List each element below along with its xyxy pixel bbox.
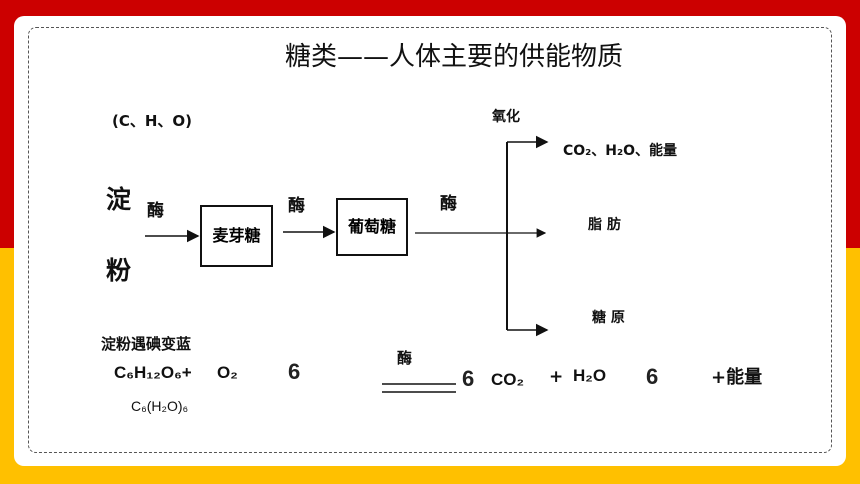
eq-energy: +能量 — [711, 367, 763, 388]
oxidation-label: 氧化 — [492, 109, 520, 125]
product-fat: 脂 肪 — [588, 217, 621, 233]
slide-card — [14, 16, 846, 466]
eq-glucose-alt: C₆(H₂O)₆ — [131, 398, 189, 414]
maltose-box: 麦芽糖 — [200, 205, 273, 267]
product-glycogen: 糖 原 — [592, 310, 625, 326]
enzyme-label-3: 酶 — [440, 194, 457, 214]
eq-co2: CO₂ — [491, 370, 525, 389]
eq-enzyme: 酶 — [397, 349, 413, 367]
dashed-frame — [28, 27, 832, 453]
enzyme-label-1: 酶 — [147, 201, 164, 221]
eq-coef-co2: 6 — [462, 366, 475, 391]
eq-oxygen: O₂ — [217, 363, 238, 382]
slide-title: 糖类——人体主要的供能物质 — [285, 42, 624, 72]
eq-coef-water: 6 — [646, 364, 659, 389]
eq-water: H₂O — [573, 366, 607, 385]
elements-note: (C、H、O) — [112, 112, 193, 130]
eq-plus: + — [549, 367, 564, 387]
eq-coef-oxygen: 6 — [288, 359, 301, 384]
eq-glucose: C₆H₁₂O₆+ — [114, 363, 192, 382]
iodine-test-note: 淀粉遇碘变蓝 — [101, 335, 192, 353]
product-energy: CO₂、H₂O、能量 — [563, 143, 678, 159]
starch-label-2: 粉 — [106, 256, 132, 285]
glucose-box: 葡萄糖 — [336, 198, 408, 256]
maltose-label: 麦芽糖 — [212, 226, 261, 246]
enzyme-label-2: 酶 — [288, 196, 305, 216]
starch-label-1: 淀 — [106, 185, 132, 214]
glucose-label: 葡萄糖 — [347, 217, 396, 237]
